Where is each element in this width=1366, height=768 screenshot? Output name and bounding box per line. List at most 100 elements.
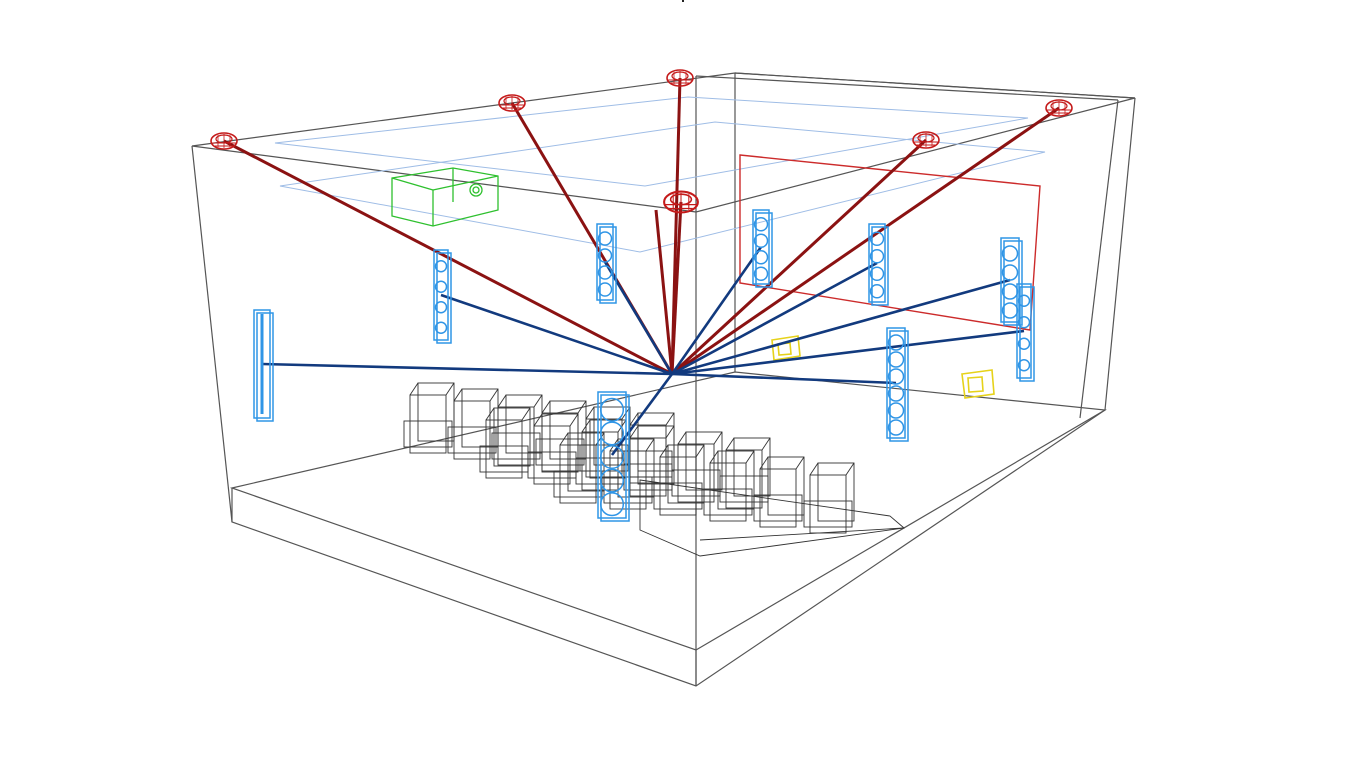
- ceiling-outline: [191, 72, 1136, 213]
- seat-back: [629, 437, 667, 497]
- speaker-cabinet: [868, 223, 886, 303]
- seat-icon: [491, 394, 543, 466]
- speaker-cabinet: [1016, 283, 1032, 379]
- speaker-driver: [599, 468, 625, 493]
- seat-edge: [409, 382, 419, 396]
- speaker-driver: [753, 217, 769, 232]
- seat-icon: [447, 388, 499, 460]
- seat-icon: [671, 431, 723, 503]
- seat-back: [609, 450, 647, 510]
- seat-edge: [695, 444, 705, 458]
- ceiling-speakers: [210, 69, 1073, 214]
- seat-icon: [479, 407, 531, 479]
- tower-speaker-icon: [868, 223, 889, 306]
- tower-speaker-icon: [253, 309, 274, 422]
- speaker-driver: [887, 402, 905, 419]
- seat-back-depth: [637, 425, 675, 485]
- tower-speaker-icon: [597, 391, 630, 522]
- seat-edge: [629, 425, 639, 439]
- top-tick-mark: [682, 0, 684, 2]
- seat-icon: [623, 425, 675, 497]
- speaker-cabinet: [597, 391, 627, 519]
- seat-back: [485, 419, 523, 479]
- seat-back: [453, 400, 491, 460]
- speaker-cabinet-side: [871, 226, 889, 306]
- speaker-driver: [869, 231, 885, 246]
- bed-ray: [440, 293, 673, 376]
- speaker-driver: [1017, 359, 1031, 372]
- tower-speaker-icon: [752, 209, 773, 288]
- speaker-cabinet-side: [755, 212, 773, 288]
- speaker-driver: [597, 282, 613, 297]
- seat-back-depth: [493, 407, 531, 467]
- speaker-driver: [597, 265, 613, 280]
- riser-edge: [699, 527, 905, 541]
- seat-back: [533, 425, 571, 485]
- speaker-driver: [1017, 316, 1031, 329]
- seat-edge: [795, 456, 805, 470]
- floor-outline: [229, 371, 1107, 651]
- seat-base: [603, 476, 653, 504]
- bed-ray: [671, 278, 1011, 376]
- subwoofer-icon: [961, 369, 995, 399]
- seat-base: [447, 426, 497, 454]
- seat-back: [409, 394, 447, 454]
- bed-rays: [261, 246, 1025, 456]
- seat-edge: [485, 407, 495, 421]
- seat-icon: [527, 413, 579, 485]
- room-box: [191, 72, 1136, 687]
- seat-edge: [581, 419, 591, 433]
- seat-icon: [603, 438, 655, 510]
- seat-edge: [677, 431, 687, 445]
- speaker-driver: [869, 266, 885, 281]
- speaker-driver: [887, 385, 905, 402]
- seat-back-depth: [567, 432, 605, 492]
- speaker-cabinet-side: [599, 226, 617, 304]
- speaker-cabinet-side: [256, 312, 274, 422]
- tower-speaker-icon: [886, 327, 909, 442]
- seat-icon: [803, 462, 855, 534]
- seating-rows: [403, 382, 906, 557]
- seat-edge: [533, 394, 543, 408]
- seat-back: [559, 444, 597, 504]
- speaker-cabinet-side: [889, 330, 909, 442]
- seat-icon: [535, 400, 587, 472]
- speaker-cabinet: [1000, 237, 1020, 323]
- seat-edge: [541, 400, 551, 414]
- seat-edge: [489, 388, 499, 402]
- seat-base: [703, 488, 753, 516]
- seat-edge: [585, 406, 595, 420]
- seat-edge: [659, 444, 669, 458]
- seat-icon: [653, 444, 705, 516]
- seat-edge: [521, 407, 531, 421]
- left-corner-edge: [191, 145, 233, 523]
- tower-speakers: [253, 209, 1035, 522]
- seat-edge: [533, 413, 543, 427]
- seat-back: [659, 456, 697, 516]
- seat-edge: [725, 437, 735, 451]
- speaker-driver: [434, 321, 448, 334]
- speaker-cabinet: [433, 249, 449, 341]
- bed-ray: [261, 362, 673, 376]
- seat-edge: [559, 432, 569, 446]
- seat-icon: [703, 450, 755, 522]
- seat-back-depth: [717, 450, 755, 510]
- seat-back: [725, 449, 763, 509]
- seat-edge: [445, 382, 455, 396]
- screen-frame: [739, 154, 1041, 331]
- seat-edge: [665, 412, 675, 426]
- speaker-driver: [599, 492, 625, 517]
- speaker-driver: [599, 444, 625, 470]
- height-ray: [671, 106, 1060, 376]
- seating-riser: [639, 479, 906, 557]
- speaker-driver: [597, 248, 613, 263]
- speaker-cabinet: [752, 209, 770, 285]
- seat-edge: [845, 462, 855, 476]
- speaker-cabinet-side: [1003, 240, 1023, 326]
- speaker-driver: [599, 421, 625, 446]
- seat-back: [809, 474, 847, 534]
- seat-icon: [553, 432, 605, 504]
- speaker-driver: [887, 351, 905, 368]
- tower-speaker-icon: [1000, 237, 1023, 326]
